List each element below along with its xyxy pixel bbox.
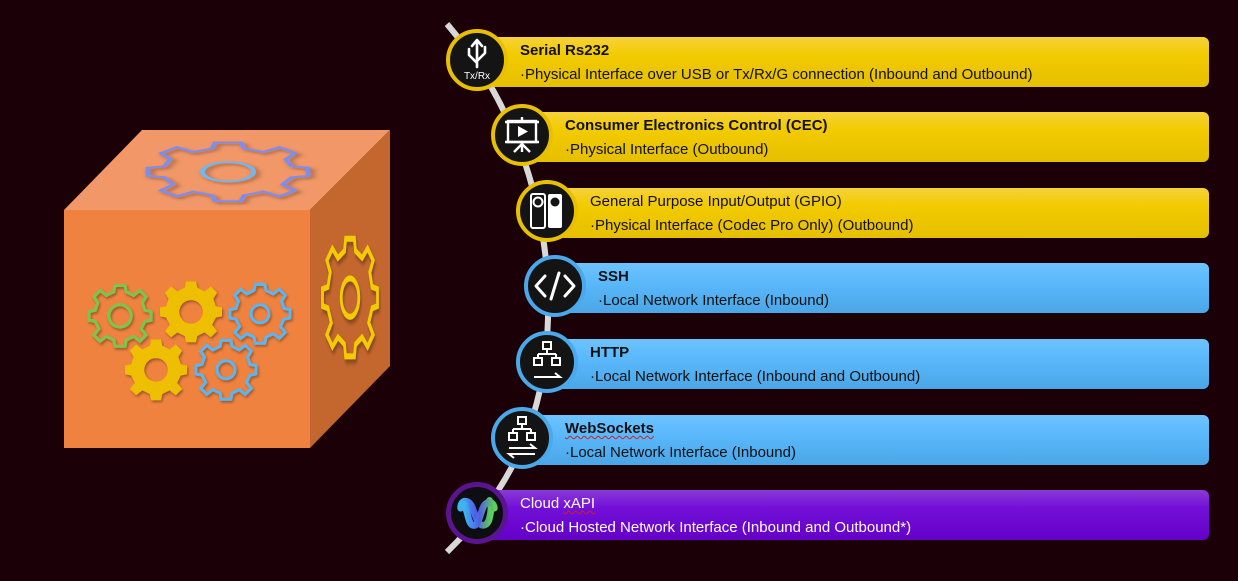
interface-row-websockets[interactable]: WebSockets ·Local Network Interface (Inb… xyxy=(491,407,1209,469)
usb-icon: Tx/Rx xyxy=(446,29,508,91)
interface-row-cec[interactable]: Consumer Electronics Control (CEC) ·Phys… xyxy=(491,104,1209,166)
interface-title: General Purpose Input/Output (GPIO) xyxy=(590,193,842,210)
interface-description: ·Physical Interface over USB or Tx/Rx/G … xyxy=(520,66,1033,83)
gear-solid-yellow-icon xyxy=(125,339,187,401)
interface-title: Consumer Electronics Control (CEC) xyxy=(565,117,828,134)
interface-row-http[interactable]: HTTP ·Local Network Interface (Inbound a… xyxy=(516,331,1209,393)
gear-solid-yellow-icon xyxy=(160,281,222,343)
interface-bar: Cloud xAPI ·Cloud Hosted Network Interfa… xyxy=(476,490,1209,540)
usb-icon-label: Tx/Rx xyxy=(464,71,490,82)
interface-description: ·Local Network Interface (Inbound) xyxy=(565,444,796,461)
interface-title: HTTP xyxy=(590,344,630,361)
interface-description: ·Local Network Interface (Inbound and Ou… xyxy=(590,368,921,385)
interface-title-prefix: Cloud xyxy=(520,495,564,512)
interface-row-cloud-xapi[interactable]: Cloud xAPI ·Cloud Hosted Network Interfa… xyxy=(446,482,1209,544)
interface-title: Cloud xAPI xyxy=(520,495,595,512)
interface-bar: HTTP ·Local Network Interface (Inbound a… xyxy=(546,339,1209,389)
interface-description: ·Physical Interface (Outbound) xyxy=(565,141,769,158)
cube-illustration xyxy=(64,130,390,448)
network-two-way-icon xyxy=(491,407,553,469)
interface-description: ·Local Network Interface (Inbound) xyxy=(598,292,829,309)
gear-outline-icon xyxy=(321,235,379,360)
interface-row-ssh[interactable]: SSH ·Local Network Interface (Inbound) xyxy=(524,255,1209,317)
interface-title: WebSockets xyxy=(565,420,654,437)
interface-row-serial[interactable]: Serial Rs232 ·Physical Interface over US… xyxy=(446,29,1209,91)
interface-bar: Consumer Electronics Control (CEC) ·Phys… xyxy=(521,112,1209,162)
gear-outline-blue-icon xyxy=(228,282,292,345)
interface-row-gpio[interactable]: General Purpose Input/Output (GPIO) ·Phy… xyxy=(516,180,1209,242)
network-one-way-icon xyxy=(516,331,578,393)
interface-description: ·Physical Interface (Codec Pro Only) (Ou… xyxy=(590,217,914,234)
cube-side-face xyxy=(310,130,390,448)
gear-outline-green-icon xyxy=(87,283,153,348)
interface-bar: WebSockets ·Local Network Interface (Inb… xyxy=(521,415,1209,465)
gear-outline-icon xyxy=(145,141,311,203)
gear-outline-blue-icon xyxy=(194,338,258,401)
presentation-screen-icon xyxy=(491,104,553,166)
interface-description: ·Cloud Hosted Network Interface (Inbound… xyxy=(520,519,912,536)
interface-bar: Serial Rs232 ·Physical Interface over US… xyxy=(476,37,1209,87)
interface-title-xapi: xAPI xyxy=(563,495,596,512)
interface-title: SSH xyxy=(598,268,629,285)
interface-bar: General Purpose Input/Output (GPIO) ·Phy… xyxy=(546,188,1209,238)
interface-title: Serial Rs232 xyxy=(520,42,610,59)
cube-top-face xyxy=(64,130,390,210)
webex-logo-icon xyxy=(446,482,508,544)
interface-bar: SSH ·Local Network Interface (Inbound) xyxy=(554,263,1209,313)
gpio-switch-icon xyxy=(516,180,578,242)
code-icon xyxy=(524,255,586,317)
